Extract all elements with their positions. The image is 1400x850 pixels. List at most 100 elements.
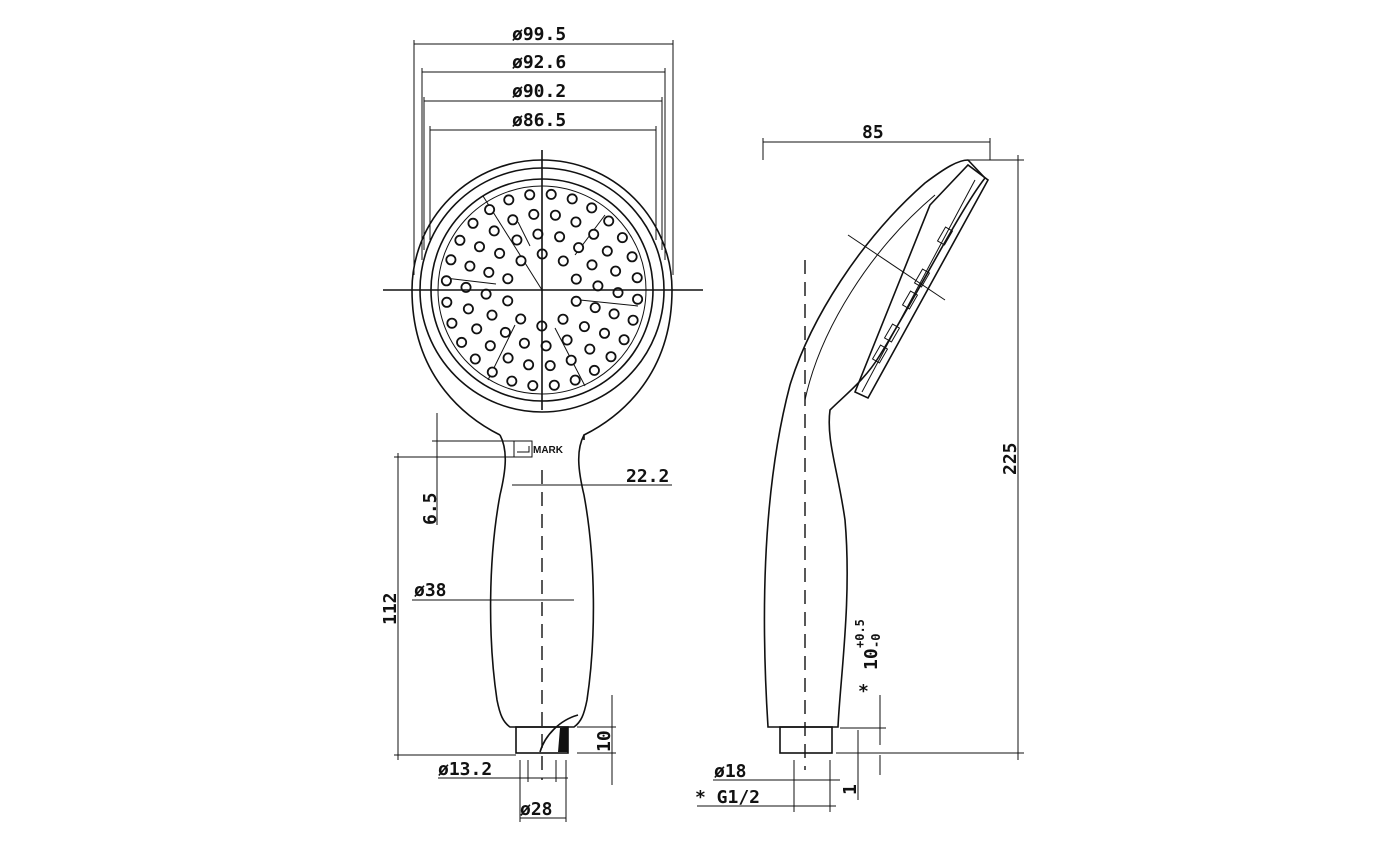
nozzle-hole (523, 359, 535, 371)
nozzle-hole (588, 228, 600, 240)
dim-handle-length-112: 112 (380, 592, 401, 625)
nozzle-hole (549, 209, 561, 221)
dim-diameter-99-5: ø99.5 (512, 24, 566, 45)
dim-neck-22-2: 22.2 (626, 466, 669, 487)
nozzle-hole (544, 360, 556, 372)
nozzle-hole (507, 214, 519, 226)
side-body-outline (763, 159, 987, 728)
dim-tolerance-upper: +0.5 (853, 619, 867, 648)
top-dimension-lines (413, 40, 674, 275)
nozzle-hole (462, 303, 474, 315)
nozzle-hole (626, 251, 638, 263)
nozzle-hole (467, 217, 479, 229)
nozzle-hole (540, 340, 552, 352)
nozzle-hole (471, 323, 483, 335)
dim-depth-85: 85 (862, 122, 884, 143)
dim-diameter-90-2: ø90.2 (512, 81, 566, 102)
side-nozzle-bumps (871, 226, 954, 364)
nozzle-hole (632, 293, 644, 305)
nozzle-hole (532, 228, 544, 240)
nozzle-hole (608, 308, 620, 320)
spray-face-edge (861, 179, 976, 393)
nozzle-hole (494, 247, 506, 259)
nozzle-hole (527, 380, 539, 392)
nozzle-hole (528, 208, 540, 220)
side-view: 85 225 10 +0.5 -0 * ø18 * G1/2 1 (695, 122, 1024, 812)
brand-logo: MARK (513, 440, 564, 458)
dim-inlet-diameter-18: ø18 (714, 761, 747, 782)
nozzle-hole (515, 313, 527, 325)
head-outline (411, 159, 673, 440)
nozzle-hole (603, 215, 615, 227)
nozzle-hole (631, 272, 643, 284)
nozzle-hole (588, 364, 600, 376)
nozzle-hole (601, 245, 613, 257)
nozzle-hole (589, 302, 601, 314)
nozzle-hole (503, 194, 515, 206)
nozzle-hole (618, 334, 630, 346)
nozzle-hole (592, 280, 604, 292)
nozzle-hole (570, 216, 582, 228)
nozzle-hole (518, 337, 530, 349)
nozzle-hole (570, 273, 582, 285)
nozzle-hole (584, 343, 596, 355)
nozzle-hole (502, 352, 514, 364)
nozzle-hole (627, 314, 639, 326)
nozzle-hole (454, 234, 466, 246)
nozzle-hole (610, 265, 622, 277)
dim-thread-g1-2: * G1/2 (695, 787, 760, 808)
hook-clip-fill (558, 727, 568, 752)
nozzle-hole (441, 296, 453, 308)
nozzle-hole (473, 241, 485, 253)
nozzle-hole (499, 326, 511, 338)
nozzle-hole (548, 379, 560, 391)
nozzle-hole (484, 340, 496, 352)
side-end-connector (779, 726, 833, 754)
nozzle-hole (566, 193, 578, 205)
nozzle-hole (506, 375, 518, 387)
nozzle-hole (469, 353, 481, 365)
dim-length-225: 225 (1000, 442, 1021, 475)
dim-handle-diameter-38: ø38 (414, 580, 447, 601)
nozzle-hole (586, 202, 598, 214)
star-note: * (858, 681, 869, 702)
nozzle-hole (573, 242, 585, 254)
dim-end-outer-28: ø28 (520, 799, 553, 820)
nozzle-hole (464, 260, 476, 272)
nozzle-hole (511, 234, 523, 246)
nozzle-hole (456, 336, 468, 348)
dim-step-1: 1 (840, 784, 861, 795)
face-normal-line (847, 234, 946, 301)
nozzle-hole (440, 275, 452, 287)
nozzle-hole (557, 255, 569, 267)
nozzle-hole (502, 295, 514, 307)
nozzle-hole (488, 225, 500, 237)
nozzle-hole (480, 288, 492, 300)
svg-text:MARK: MARK (533, 445, 564, 456)
hook-clip (539, 714, 579, 753)
nozzle-hole (561, 334, 573, 346)
nozzle-hole (484, 204, 496, 216)
front-side-dimension-lines (394, 413, 672, 822)
front-view: ø99.5 ø92.6 ø90.2 ø86.5 (380, 24, 703, 822)
dim-end-height-10: 10 (594, 730, 615, 752)
nozzle-hole (557, 313, 569, 325)
dim-end-inner-13-2: ø13.2 (438, 759, 492, 780)
side-dimension-lines (697, 138, 1024, 812)
nozzle-hole (524, 189, 536, 201)
nozzle-hole (445, 254, 457, 266)
dim-diameter-86-5: ø86.5 (512, 110, 566, 131)
dim-diameter-92-6: ø92.6 (512, 52, 566, 73)
nozzle-hole (446, 317, 458, 329)
nozzle-hole (605, 351, 617, 363)
side-body-inner-curve (804, 194, 936, 401)
nozzle-hole (586, 259, 598, 271)
nozzle-hole (486, 366, 498, 378)
nozzle-hole (570, 295, 582, 307)
nozzle-hole (565, 354, 577, 366)
nozzle-hole (578, 321, 590, 333)
dim-tolerance-lower: -0 (869, 634, 883, 648)
nozzle-hole (545, 188, 557, 200)
dim-tolerance-10: 10 (861, 648, 882, 670)
